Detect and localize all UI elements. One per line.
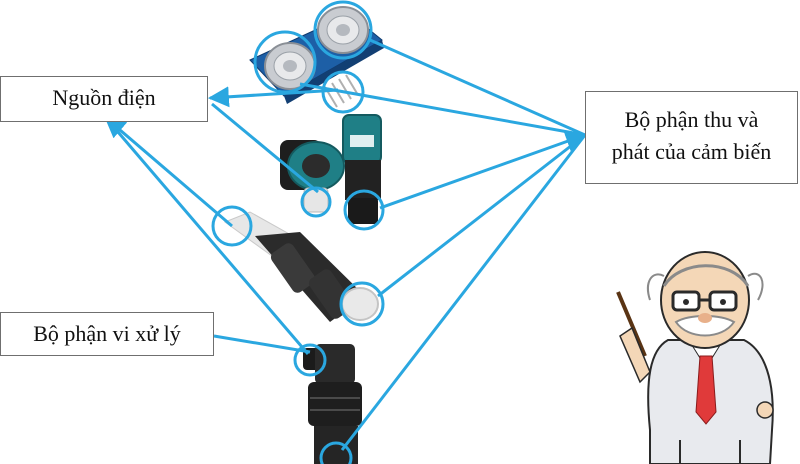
label-processor: Bộ phận vi xử lý <box>0 312 214 356</box>
connector-ultrasonic-to-power <box>207 86 339 108</box>
highlight-cylinder-cap <box>211 205 253 247</box>
connector-transmitter-to-transceiver <box>379 131 587 210</box>
connector-transmitter-to-power <box>211 102 319 194</box>
level-transmitter-icon <box>280 114 382 224</box>
connector-probe-to-transceiver <box>340 134 587 451</box>
highlight-probe-tip <box>319 441 353 464</box>
highlight-cylinder-face <box>339 281 385 327</box>
connector-ultrasonic-to-transceiver-b <box>299 82 586 137</box>
connector-probe-to-power <box>104 117 310 355</box>
highlight-ultrasonic-right <box>313 0 373 60</box>
probe-sensor-icon <box>303 344 362 464</box>
label-transceiver: Bộ phận thu và phát của cảm biến <box>585 91 798 184</box>
highlight-circles <box>211 0 385 464</box>
highlight-ultrasonic-left <box>253 30 317 94</box>
highlight-transmitter-tip <box>300 186 332 218</box>
label-transceiver-line2: phát của cảm biến <box>611 139 772 164</box>
highlight-pins <box>321 70 365 114</box>
label-power-source: Nguồn điện <box>0 76 208 122</box>
connector-cylinder-to-transceiver <box>377 133 586 298</box>
highlight-transmitter-base <box>343 189 385 231</box>
connector-probe-to-processor <box>213 334 311 354</box>
cylindrical-sensor-icon <box>223 211 379 322</box>
connector-lines <box>104 38 587 451</box>
label-transceiver-line1: Bộ phận thu và <box>624 107 759 132</box>
label-power-source-text: Nguồn điện <box>52 85 156 110</box>
connector-ultrasonic-to-transceiver-a <box>369 38 586 137</box>
label-processor-text: Bộ phận vi xử lý <box>33 321 181 346</box>
highlight-probe-connector <box>293 343 327 377</box>
connector-cylinder-to-power <box>104 116 233 228</box>
professor-icon <box>616 251 774 464</box>
